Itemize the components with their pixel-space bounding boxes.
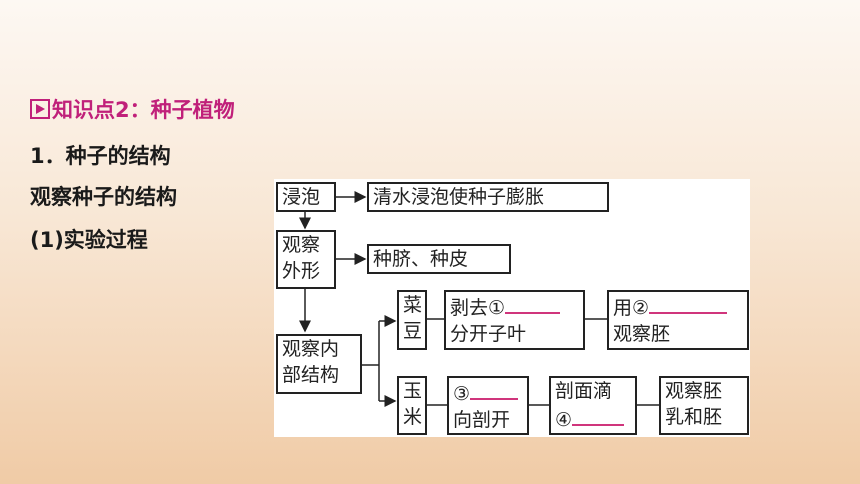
- corn-step1-box: ③ 向剖开: [447, 376, 529, 435]
- bean-step2-line2: 观察胚: [613, 323, 671, 345]
- observe-outer-line2: 外形: [282, 260, 321, 282]
- bean-step2-box: 用② 观察胚: [607, 290, 749, 350]
- corn-step3-box: 观察胚 乳和胚: [659, 376, 749, 435]
- bean-step1-line1: 剥去①: [450, 297, 506, 319]
- corn-step2-box: 剖面滴 ④: [549, 376, 637, 435]
- outer-result-box: 种脐、种皮: [367, 244, 511, 274]
- soak-description-box: 清水浸泡使种子膨胀: [367, 182, 609, 212]
- heading-text: 知识点2：种子植物: [52, 98, 235, 122]
- observe-inner-line1: 观察内: [282, 338, 340, 360]
- soak-box: 浸泡: [276, 182, 336, 212]
- observe-inner-box: 观察内 部结构: [276, 334, 362, 394]
- play-icon: [30, 99, 50, 119]
- answer-blank-1: [505, 292, 561, 314]
- corn-step3-line2: 乳和胚: [665, 406, 723, 428]
- bean-step1-line2: 分开子叶: [450, 323, 527, 345]
- observe-outer-line1: 观察: [282, 234, 321, 256]
- corn-step2-line1: 剖面滴: [555, 380, 613, 402]
- section-heading: 知识点2：种子植物: [30, 95, 235, 123]
- connector-lines: [299, 191, 659, 407]
- observe-outer-box: 观察 外形: [276, 230, 336, 289]
- corn-step3-line1: 观察胚: [665, 380, 723, 402]
- bean-step2-line1: 用②: [613, 297, 650, 319]
- bean-line1: 菜: [403, 294, 423, 316]
- corn-line2: 米: [403, 406, 423, 428]
- answer-blank-3: [470, 378, 519, 400]
- corn-step2-line2: ④: [555, 409, 573, 431]
- experiment-flow-diagram: 浸泡 清水浸泡使种子膨胀 观察 外形 种脐、种皮 观察内 部结构 菜 豆 剥去①…: [274, 179, 750, 437]
- topic-title: 观察种子的结构: [30, 185, 177, 209]
- bean-step1-box: 剥去① 分开子叶: [444, 290, 585, 350]
- corn-step1-line2: 向剖开: [453, 409, 511, 431]
- subsection-title: 1．种子的结构: [30, 144, 171, 168]
- answer-blank-2: [649, 292, 728, 314]
- observe-inner-line2: 部结构: [282, 364, 340, 386]
- bean-box: 菜 豆: [397, 290, 427, 350]
- experiment-process-title: (1)实验过程: [30, 228, 148, 252]
- bean-line2: 豆: [403, 320, 423, 342]
- corn-line1: 玉: [403, 380, 423, 402]
- corn-box: 玉 米: [397, 376, 427, 435]
- corn-step1-line1: ③: [453, 383, 471, 405]
- answer-blank-4: [572, 404, 625, 426]
